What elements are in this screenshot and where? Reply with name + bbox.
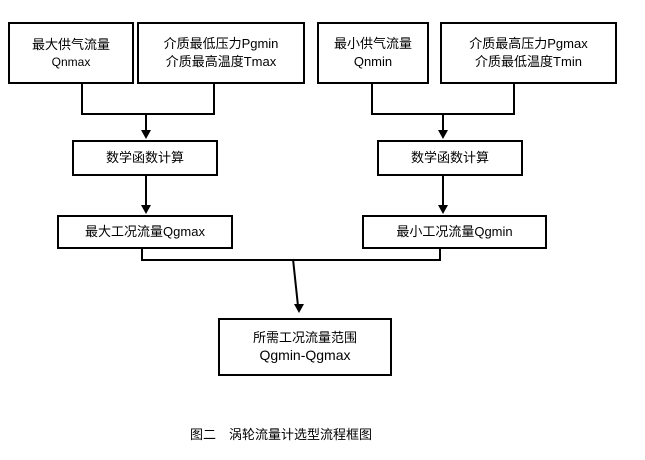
node-required-flow-range-line2: Qgmin-Qgmax bbox=[259, 347, 351, 364]
edge-medium-max-pressure-down bbox=[513, 84, 515, 115]
arrowhead-min-working-flow bbox=[438, 205, 448, 214]
edge-min-supply-flow-down bbox=[371, 84, 373, 115]
edge-left-merge-bar bbox=[81, 113, 215, 115]
arrowhead-max-working-flow bbox=[141, 205, 151, 214]
node-math-function-left-label: 数学函数计算 bbox=[105, 150, 184, 166]
edge-left-merge-to-math bbox=[145, 113, 147, 132]
node-min-supply-flow: 最小供气流量 Qnmin bbox=[317, 22, 429, 84]
edge-bottom-merge-bar bbox=[141, 259, 441, 261]
node-max-working-flow: 最大工况流量Qgmax bbox=[57, 215, 233, 249]
edge-max-supply-flow-down bbox=[81, 84, 83, 115]
edge-right-merge-to-math bbox=[442, 113, 444, 132]
node-medium-max-pressure-min-temp: 介质最高压力Pgmax 介质最低温度Tmin bbox=[440, 22, 617, 84]
node-min-working-flow-label: 最小工况流量Qgmin bbox=[396, 224, 513, 240]
node-max-working-flow-label: 最大工况流量Qgmax bbox=[85, 224, 205, 240]
arrowhead-math-right bbox=[438, 130, 448, 139]
edge-min-working-down bbox=[439, 249, 441, 261]
node-max-supply-flow-line1: 最大供气流量 bbox=[31, 37, 110, 53]
node-medium-min-pressure-max-temp: 介质最低压力Pgmin 介质最高温度Tmax bbox=[137, 22, 305, 84]
node-max-supply-flow: 最大供气流量 Qnmax bbox=[8, 22, 134, 84]
arrowhead-math-left bbox=[141, 130, 151, 139]
edge-math-right-to-min-working bbox=[442, 176, 444, 207]
node-max-supply-flow-line2: Qnmax bbox=[51, 54, 91, 69]
edge-max-working-down bbox=[141, 249, 143, 261]
node-min-supply-flow-line1: 最小供气流量 bbox=[333, 36, 412, 52]
node-medium-max-pressure-min-temp-line2: 介质最低温度Tmin bbox=[475, 54, 582, 69]
node-math-function-right-label: 数学函数计算 bbox=[410, 150, 489, 166]
arrowhead-required-flow-range bbox=[294, 304, 304, 313]
edge-math-left-to-max-working bbox=[145, 176, 147, 207]
node-required-flow-range-line1: 所需工况流量范围 bbox=[252, 329, 357, 345]
node-min-working-flow: 最小工况流量Qgmin bbox=[362, 215, 547, 249]
node-min-supply-flow-line2: Qnmin bbox=[353, 54, 393, 69]
node-medium-max-pressure-min-temp-line1: 介质最高压力Pgmax bbox=[469, 36, 588, 52]
node-required-flow-range: 所需工况流量范围 Qgmin-Qgmax bbox=[218, 318, 392, 376]
node-math-function-left: 数学函数计算 bbox=[72, 140, 218, 176]
figure-caption: 图二 涡轮流量计选型流程框图 bbox=[190, 427, 373, 442]
node-medium-min-pressure-max-temp-line1: 介质最低压力Pgmin bbox=[163, 36, 279, 52]
node-math-function-right: 数学函数计算 bbox=[377, 140, 523, 176]
edge-medium-min-pressure-down bbox=[213, 84, 215, 115]
node-medium-min-pressure-max-temp-line2: 介质最高温度Tmax bbox=[165, 54, 277, 69]
